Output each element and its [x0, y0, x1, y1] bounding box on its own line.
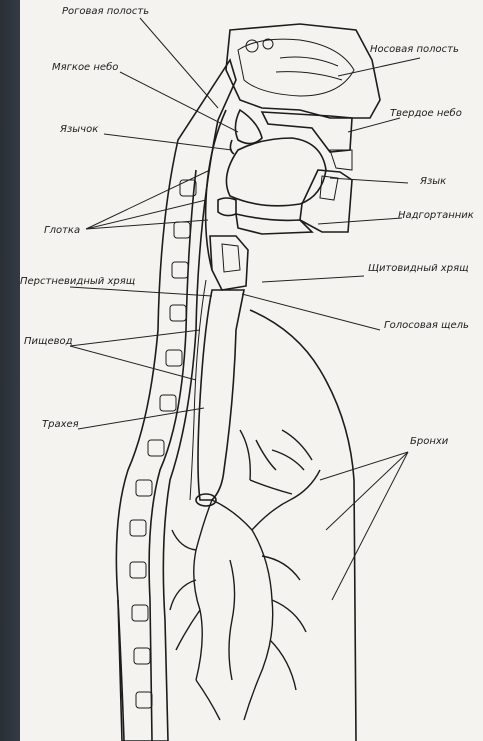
epiglottis-shape [218, 198, 236, 216]
spinal-column [116, 60, 236, 741]
label-oral-cavity: Роговая полость [62, 6, 149, 17]
label-bronchi: Бронхи [410, 436, 449, 447]
label-thyroid: Щитовидный хрящ [368, 263, 469, 274]
chest-wall [250, 310, 356, 741]
label-soft-palate: Мягкое небо [52, 61, 118, 73]
label-tongue: Язык [419, 176, 446, 187]
uvula-shape [230, 140, 234, 154]
soft-palate [235, 110, 262, 144]
labels: Роговая полость Мягкое небо Язычок Глотк… [20, 6, 474, 447]
label-pharynx: Глотка [44, 225, 80, 236]
label-epiglottis: Надгортанник [398, 210, 474, 221]
tongue-shape [226, 138, 326, 206]
label-cricoid: Перстневидный хрящ [20, 276, 135, 287]
label-nasal-cavity: Носовая полость [370, 44, 459, 55]
label-glottis: Голосовая щель [384, 320, 469, 331]
trachea-tube [196, 290, 244, 506]
label-esophagus: Пищевод [24, 336, 73, 347]
label-hard-palate: Твердое небо [390, 107, 462, 119]
larynx [210, 236, 248, 290]
hard-palate-jaw [262, 112, 352, 170]
label-uvula: Язычок [59, 124, 98, 135]
leader-lines [70, 18, 420, 600]
label-trachea: Трахея [42, 419, 79, 430]
bronchial-tree [170, 430, 320, 720]
skull-nasal-region [226, 24, 380, 118]
